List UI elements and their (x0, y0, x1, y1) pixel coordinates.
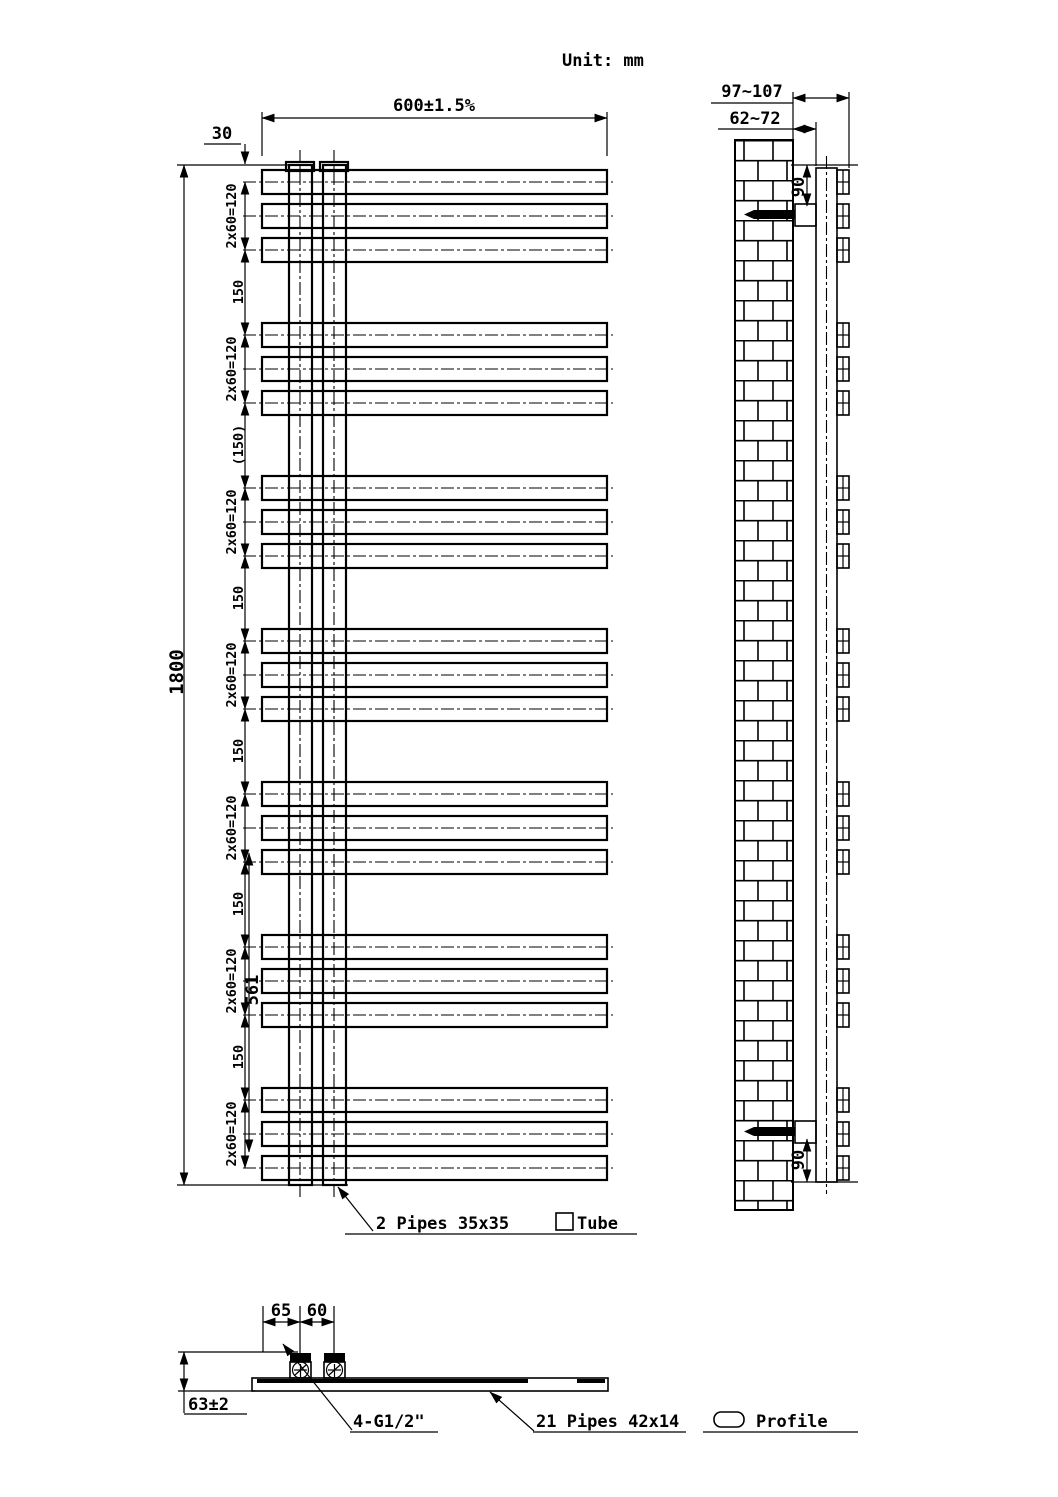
dim-gap-1: 150 (231, 280, 247, 304)
dim-gap-5: 150 (231, 892, 247, 916)
dim-offset-label: 65 (271, 1301, 291, 1321)
thread-label: 4-G1/2" (353, 1412, 425, 1432)
dim-top-offset-label: 30 (212, 124, 232, 144)
dim-group-1: 2x60=120 (224, 183, 240, 248)
bottom-view: 65 60 63±2 4-G1/2" 21 Pipes 42x14 Profil… (178, 1301, 858, 1433)
profile-icon (713, 1411, 745, 1428)
tube-word-label: Tube (577, 1214, 618, 1234)
dim-overall-height: 1800 (166, 164, 348, 1186)
dim-fitting-spacing: 65 60 (262, 1301, 335, 1353)
side-pipe-stubs (836, 169, 850, 1181)
dim-spacing-label: 60 (307, 1301, 327, 1321)
profile-legend: 21 Pipes 42x14 Profile (489, 1391, 858, 1433)
dim-width-label: 600±1.5% (393, 96, 476, 116)
dim-bottom-depth-label: 63±2 (188, 1395, 229, 1415)
pipe-groups (241, 168, 615, 1182)
tube-legend: 2 Pipes 35x35 Tube (337, 1186, 637, 1235)
front-view: 600±1.5% 30 1800 2x60=120 150 2x60=120 (… (166, 96, 637, 1235)
dim-gap-2: (150) (231, 425, 247, 466)
dim-span-561: 561 (243, 852, 263, 1153)
dim-gap-6: 150 (231, 1045, 247, 1069)
dim-bracket-top: 90 (789, 164, 858, 207)
dim-gap-4: 150 (231, 739, 247, 763)
square-tube-icon (555, 1212, 574, 1231)
dim-depth-gap: 62~72 (718, 109, 817, 166)
dim-group-6: 2x60=120 (224, 948, 240, 1013)
profile-word-label: Profile (756, 1412, 828, 1432)
dim-top-offset: 30 (204, 124, 250, 165)
dim-span-label: 561 (243, 975, 263, 1006)
side-view: 97~107 62~72 90 90 (711, 82, 858, 1211)
dim-width: 600±1.5% (261, 96, 608, 156)
dim-bottom-depth: 63±2 (178, 1351, 298, 1415)
bottom-profile-plate (251, 1377, 609, 1392)
dim-overall-height-label: 1800 (166, 649, 188, 695)
dim-chain: 2x60=120 150 2x60=120 (150) 2x60=120 150… (224, 181, 250, 1169)
units-note: Unit: mm (562, 51, 644, 71)
dim-group-3: 2x60=120 (224, 489, 240, 554)
valve-fitting-2 (323, 1353, 346, 1379)
thread-callout: 4-G1/2" (282, 1343, 438, 1433)
dim-depth-total-label: 97~107 (721, 82, 782, 102)
dim-group-7: 2x60=120 (224, 1101, 240, 1166)
dim-depth-total: 97~107 (711, 82, 850, 168)
dim-bracket-bottom-label: 90 (789, 1150, 809, 1170)
dim-gap-3: 150 (231, 586, 247, 610)
dim-group-2: 2x60=120 (224, 336, 240, 401)
dim-bracket-top-label: 90 (789, 177, 809, 197)
wall-section (734, 139, 794, 1211)
dim-depth-gap-label: 62~72 (729, 109, 780, 129)
dim-group-5: 2x60=120 (224, 795, 240, 860)
dim-bracket-bottom: 90 (789, 1138, 858, 1183)
profile-note-label: 21 Pipes 42x14 (536, 1412, 679, 1432)
dim-group-4: 2x60=120 (224, 642, 240, 707)
tube-note-label: 2 Pipes 35x35 (376, 1214, 509, 1234)
